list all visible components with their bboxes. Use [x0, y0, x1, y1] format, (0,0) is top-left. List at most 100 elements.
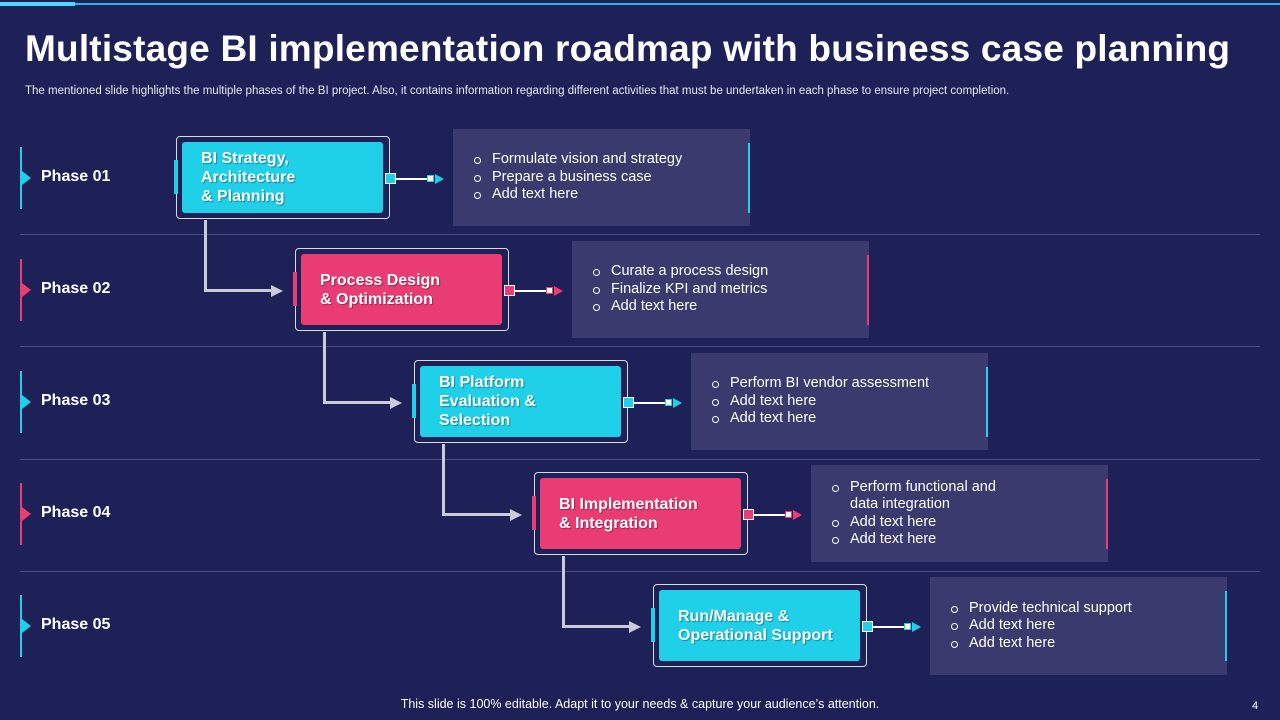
flow-arrowhead [390, 397, 402, 409]
activity-item: Add text here [831, 514, 1001, 532]
flow-arrow-vertical [562, 556, 565, 628]
connector-arrowhead [912, 622, 921, 632]
connector-start-square [623, 397, 634, 408]
connector-arrowhead [435, 174, 444, 184]
flow-arrow-horizontal [323, 401, 392, 404]
phase-marker-bar [20, 595, 22, 657]
phase-marker-bar [20, 371, 22, 433]
connector-start-square [504, 285, 515, 296]
stage-title-line: Architecture [201, 169, 296, 186]
stage-box[interactable]: BI Strategy, Architecture & Planning [182, 142, 383, 213]
phase-details-accent [867, 255, 869, 325]
stage-side-tab [651, 608, 655, 642]
phase-label: Phase 04 [41, 504, 111, 521]
stage-side-tab [174, 160, 178, 194]
flow-arrow-vertical [204, 220, 207, 292]
flow-arrow-vertical [442, 444, 445, 516]
stage-title-line: & Integration [559, 514, 658, 532]
phase-label: Phase 01 [41, 168, 111, 185]
activity-item: Curate a process design [592, 263, 768, 281]
stage-box[interactable]: Process Design& Optimization [301, 254, 502, 325]
activity-item: Formulate vision and strategy [473, 151, 682, 169]
top-rule-accent [0, 2, 75, 6]
phase-divider [20, 234, 1260, 235]
activity-item: Provide technical support [950, 600, 1132, 618]
activity-item: Add text here [950, 635, 1132, 653]
activity-item: Add text here [711, 393, 929, 411]
activity-item: Perform BI vendor assessment [711, 375, 929, 393]
connector-line [634, 402, 669, 404]
phase-label: Phase 02 [41, 280, 111, 297]
stage-title-line: Evaluation & Selection [439, 393, 536, 429]
connector-arrowhead [554, 286, 563, 296]
flow-arrow-vertical [323, 332, 326, 404]
flow-arrow-horizontal [204, 289, 273, 292]
phase-marker-triangle [22, 507, 31, 521]
connector-mid-square [546, 287, 553, 294]
flow-arrow-horizontal [562, 625, 631, 628]
stage-title-line: Operational Support [678, 626, 833, 644]
connector-start-square [743, 509, 754, 520]
stage-box[interactable]: BI Implementation& Integration [540, 478, 741, 549]
activity-item: Perform functional and data integration [831, 479, 1001, 514]
phase-divider [20, 459, 1260, 460]
slide-title: Multistage BI implementation roadmap wit… [25, 28, 1231, 69]
flow-arrowhead [629, 621, 641, 633]
phase-divider [20, 571, 1260, 572]
phase-marker-bar [20, 483, 22, 545]
connector-line [396, 178, 431, 180]
connector-arrowhead [673, 398, 682, 408]
connector-mid-square [785, 511, 792, 518]
phase-marker-bar [20, 259, 22, 321]
stage-title-line: Process Design [320, 271, 441, 289]
slide-subtitle: The mentioned slide highlights the multi… [25, 85, 1010, 97]
connector-start-square [862, 621, 873, 632]
connector-line [754, 514, 789, 516]
phase-marker-triangle [22, 395, 31, 409]
phase-marker-bar [20, 147, 22, 209]
activity-item: Add text here [950, 617, 1132, 635]
connector-line [515, 290, 550, 292]
phase-details-accent [986, 367, 988, 437]
stage-side-tab [293, 272, 297, 306]
phase-label: Phase 05 [41, 616, 111, 633]
connector-mid-square [665, 399, 672, 406]
page-number: 4 [1252, 700, 1259, 712]
flow-arrowhead [271, 285, 283, 297]
stage-title-line: BI Implementation [559, 495, 698, 513]
stage-title-line: BI Strategy, [201, 150, 289, 167]
activity-item: Add text here [592, 298, 768, 316]
activity-item: Finalize KPI and metrics [592, 281, 768, 299]
phase-label: Phase 03 [41, 392, 111, 409]
activity-item: Add text here [473, 186, 682, 204]
phase-marker-triangle [22, 283, 31, 297]
top-rule [0, 3, 1280, 5]
stage-side-tab [532, 496, 536, 530]
phase-marker-triangle [22, 619, 31, 633]
phase-divider [20, 346, 1260, 347]
stage-box[interactable]: Run/Manage &Operational Support [659, 590, 860, 661]
connector-mid-square [904, 623, 911, 630]
stage-title-line: & Optimization [320, 290, 433, 308]
phase-marker-triangle [22, 171, 31, 185]
activity-item: Add text here [831, 531, 1001, 549]
flow-arrow-horizontal [442, 513, 512, 516]
stage-side-tab [412, 384, 416, 418]
phase-details-accent [748, 143, 750, 213]
stage-title-line: & Planning [201, 188, 285, 205]
slide-footer: This slide is 100% editable. Adapt it to… [400, 697, 880, 711]
stage-title-line: Run/Manage & [678, 607, 790, 625]
flow-arrowhead [510, 509, 522, 521]
connector-line [873, 626, 908, 628]
